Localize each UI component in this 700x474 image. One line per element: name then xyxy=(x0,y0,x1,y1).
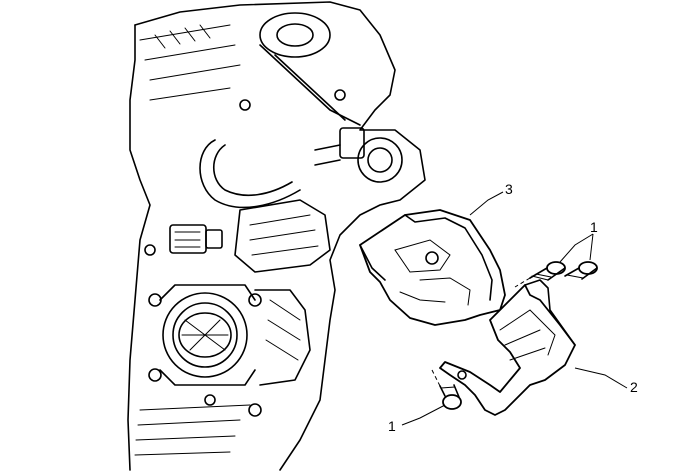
callout-1-top: 1 xyxy=(559,219,598,263)
bracket-illustration xyxy=(439,279,576,416)
callout-3: 3 xyxy=(469,181,513,216)
callout-label-3: 3 xyxy=(505,181,513,197)
callout-label-2: 2 xyxy=(630,379,638,395)
callout-1-bottom: 1 xyxy=(388,404,446,434)
cover-illustration xyxy=(359,209,506,326)
callout-label-1-bottom: 1 xyxy=(388,418,396,434)
engine-illustration xyxy=(127,1,426,471)
bolt-illustration xyxy=(431,261,598,410)
callout-label-1-top: 1 xyxy=(590,219,598,235)
callout-2: 2 xyxy=(574,367,638,395)
